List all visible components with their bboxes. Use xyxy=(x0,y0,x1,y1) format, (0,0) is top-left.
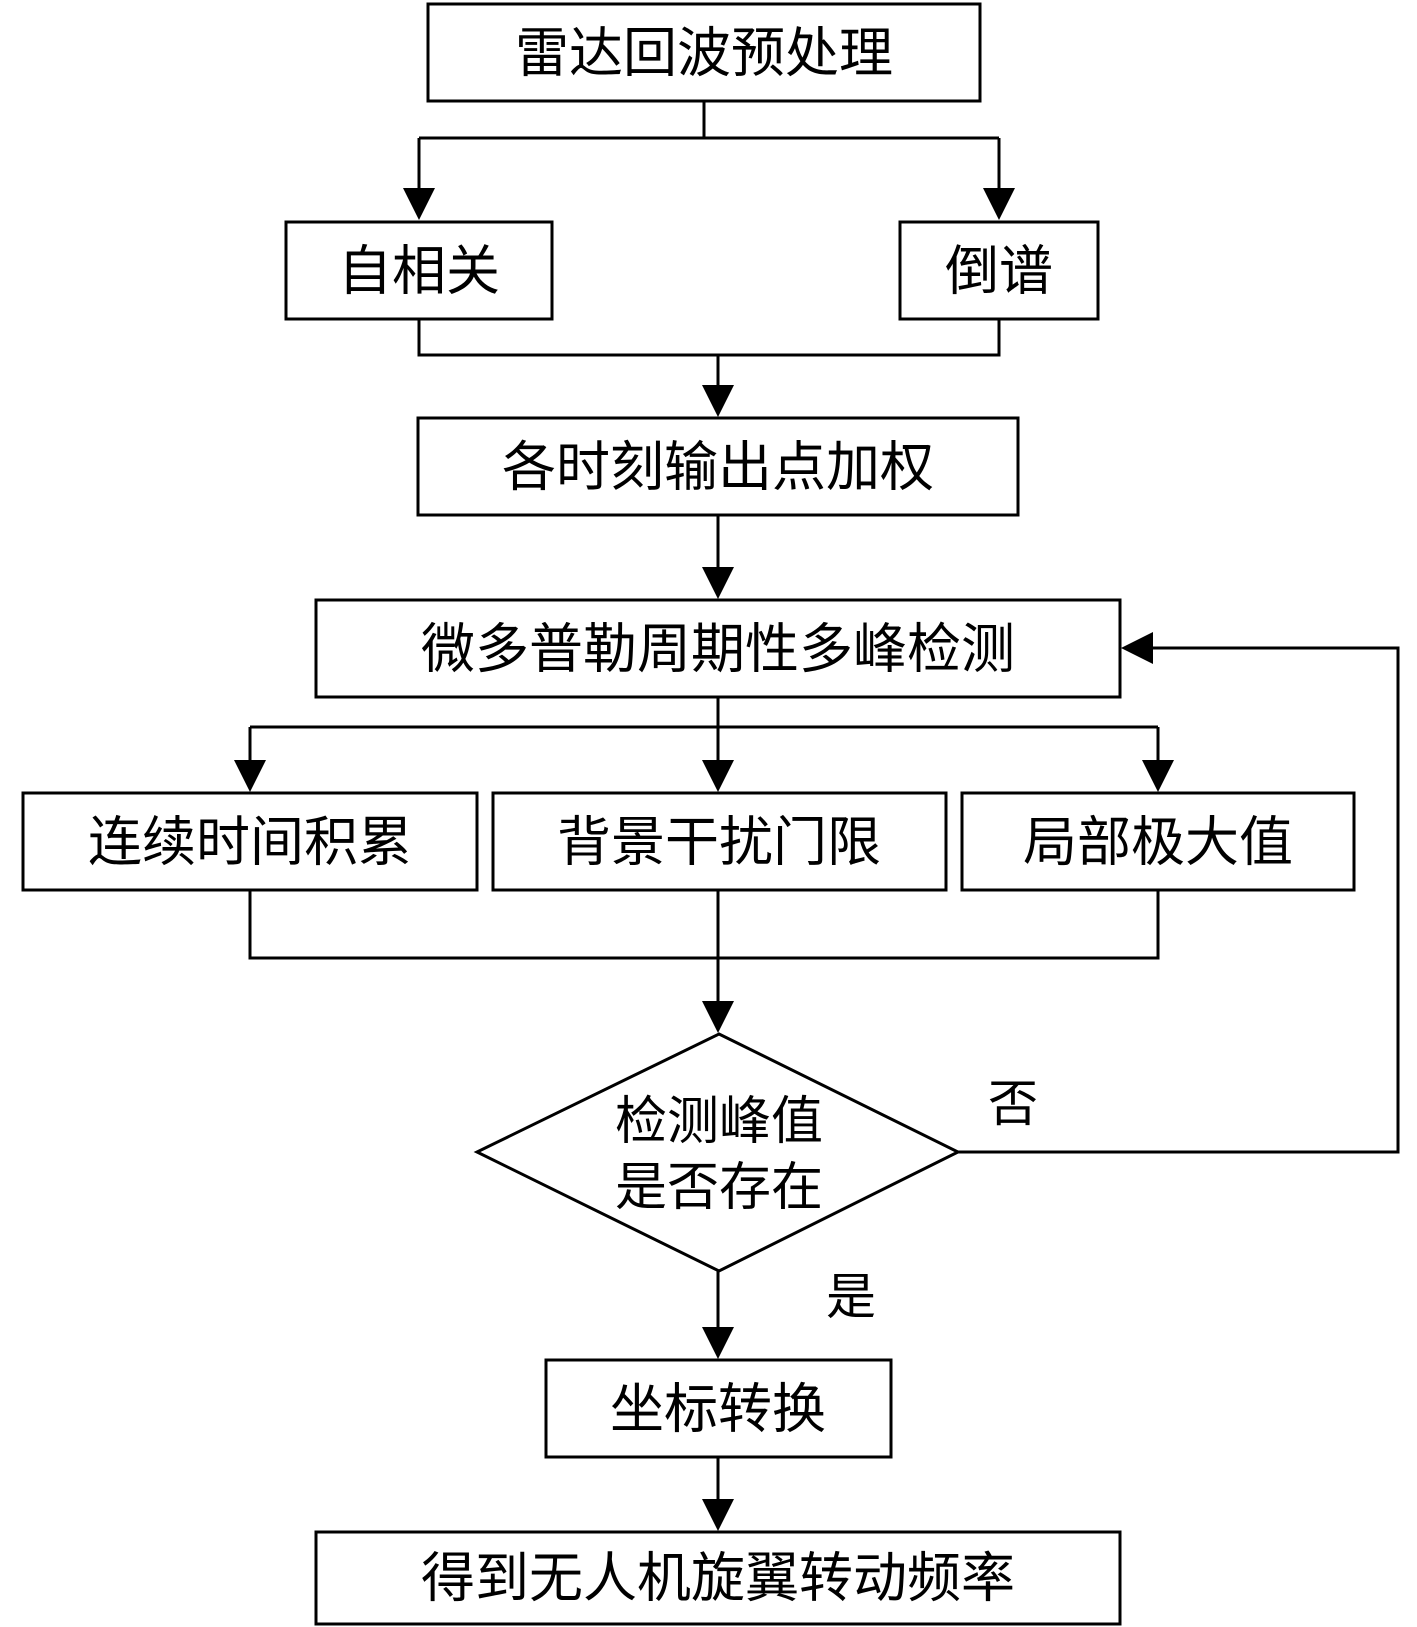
arrowhead-cepstrum xyxy=(983,188,1015,220)
arrowhead-accumulation xyxy=(234,760,266,792)
node-cepstrum: 倒谱 xyxy=(898,220,1100,321)
connectors xyxy=(234,101,1400,1531)
node-weighting-label: 各时刻输出点加权 xyxy=(502,436,934,499)
edge-label-yes: 是 xyxy=(826,1268,876,1326)
arrowhead-no-loop xyxy=(1121,632,1153,664)
node-threshold-label: 背景干扰门限 xyxy=(557,811,881,874)
node-accumulation-label: 连续时间积累 xyxy=(88,811,412,874)
node-detection-label: 微多普勒周期性多峰检测 xyxy=(421,618,1015,681)
arrowhead-result xyxy=(702,1499,734,1531)
arrowhead-autocorrelation xyxy=(403,188,435,220)
edge-merge-three xyxy=(248,890,1160,960)
edge-merge-autocorrelation xyxy=(417,319,1001,357)
node-accumulation: 连续时间积累 xyxy=(21,791,479,892)
node-autocorrelation: 自相关 xyxy=(284,220,554,321)
node-detection: 微多普勒周期性多峰检测 xyxy=(314,598,1122,699)
node-weighting: 各时刻输出点加权 xyxy=(416,416,1020,517)
node-local-max-label: 局部极大值 xyxy=(1023,811,1293,874)
node-decision-label-line2: 是否存在 xyxy=(615,1158,823,1218)
node-coordinate: 坐标转换 xyxy=(544,1358,893,1459)
arrowhead-detection xyxy=(702,567,734,599)
edge-label-no: 否 xyxy=(988,1075,1038,1133)
arrowhead-weighting xyxy=(702,385,734,417)
node-cepstrum-label: 倒谱 xyxy=(945,240,1053,303)
node-local-max: 局部极大值 xyxy=(960,791,1356,892)
node-autocorrelation-label: 自相关 xyxy=(338,240,500,303)
node-preprocess: 雷达回波预处理 xyxy=(426,2,982,103)
node-threshold: 背景干扰门限 xyxy=(491,791,948,892)
node-decision-label-line1: 检测峰值 xyxy=(615,1092,823,1152)
arrowhead-coordinate xyxy=(702,1327,734,1359)
arrowhead-local-max xyxy=(1142,760,1174,792)
arrowhead-decision xyxy=(702,1001,734,1033)
node-result-label: 得到无人机旋翼转动频率 xyxy=(421,1547,1015,1610)
node-result: 得到无人机旋翼转动频率 xyxy=(314,1530,1122,1626)
edge-no-loop xyxy=(958,646,1400,1154)
node-coordinate-label: 坐标转换 xyxy=(610,1378,826,1441)
node-decision: 检测峰值 是否存在 xyxy=(473,1032,962,1273)
node-preprocess-label: 雷达回波预处理 xyxy=(515,22,893,85)
arrowhead-threshold xyxy=(702,760,734,792)
